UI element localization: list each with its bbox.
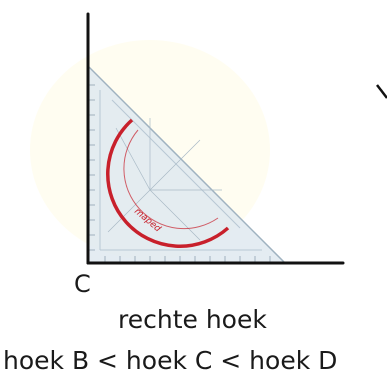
protractor-inner-arc (123, 129, 219, 230)
protractor-arc (106, 118, 230, 248)
protractor-radials (107, 118, 222, 241)
vertex-label: C (74, 270, 91, 298)
angle-comparison: hoek B < hoek C < hoek D (3, 346, 338, 375)
adjacent-ray-fragment (376, 84, 387, 99)
angle-caption: rechte hoek (118, 305, 267, 334)
set-square-icon: maped (87, 64, 287, 264)
